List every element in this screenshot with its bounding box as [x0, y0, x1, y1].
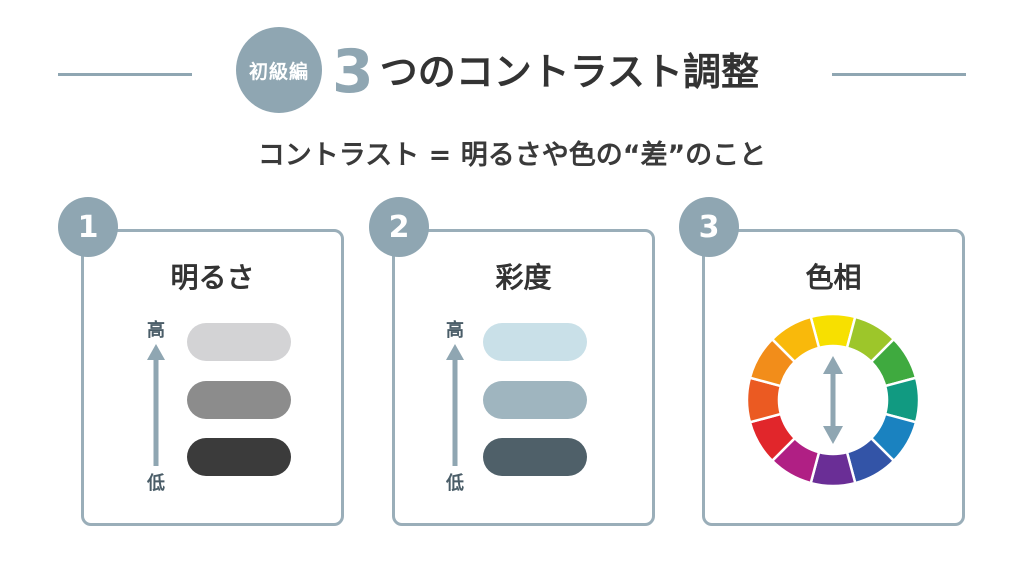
card-hue: 色相 [702, 229, 965, 526]
level-pill-mid [483, 381, 587, 419]
scale-high-label: 高 [446, 320, 464, 341]
card-brightness: 明るさ 高 低 [81, 229, 344, 526]
step-number-2: 2 [369, 197, 429, 257]
title-number: 3 [332, 37, 374, 107]
card-title: 彩度 [495, 261, 552, 294]
level-pill-high [483, 323, 587, 361]
header-rule-right [832, 73, 966, 76]
color-wheel [745, 312, 921, 492]
card-title: 明るさ [170, 261, 255, 294]
title-text: つのコントラスト調整 [379, 50, 759, 94]
level-pill-high [187, 323, 291, 361]
level-pill-low [187, 438, 291, 476]
step-number-1: 1 [58, 197, 118, 257]
card-title: 色相 [805, 261, 862, 294]
up-arrow-icon [147, 344, 165, 466]
level-badge: 初級編 [236, 27, 322, 113]
step-number-3: 3 [679, 197, 739, 257]
page-subtitle: コントラスト = 明るさや色の“差”のこと [257, 140, 767, 171]
scale-low-label: 低 [147, 473, 165, 494]
level-badge-label: 初級編 [248, 60, 309, 83]
page-title: 3 つのコントラスト調整 [332, 32, 759, 112]
header-rule-left [58, 73, 192, 76]
up-arrow-icon [446, 344, 464, 466]
level-pill-mid [187, 381, 291, 419]
color-wheel-segment [770, 315, 821, 364]
scale-high-label: 高 [147, 320, 165, 341]
card-saturation: 彩度 高 低 [392, 229, 655, 526]
scale-low-label: 低 [446, 473, 464, 494]
color-wheel-svg [745, 312, 921, 488]
double-arrow-icon [823, 356, 843, 444]
level-pill-low [483, 438, 587, 476]
